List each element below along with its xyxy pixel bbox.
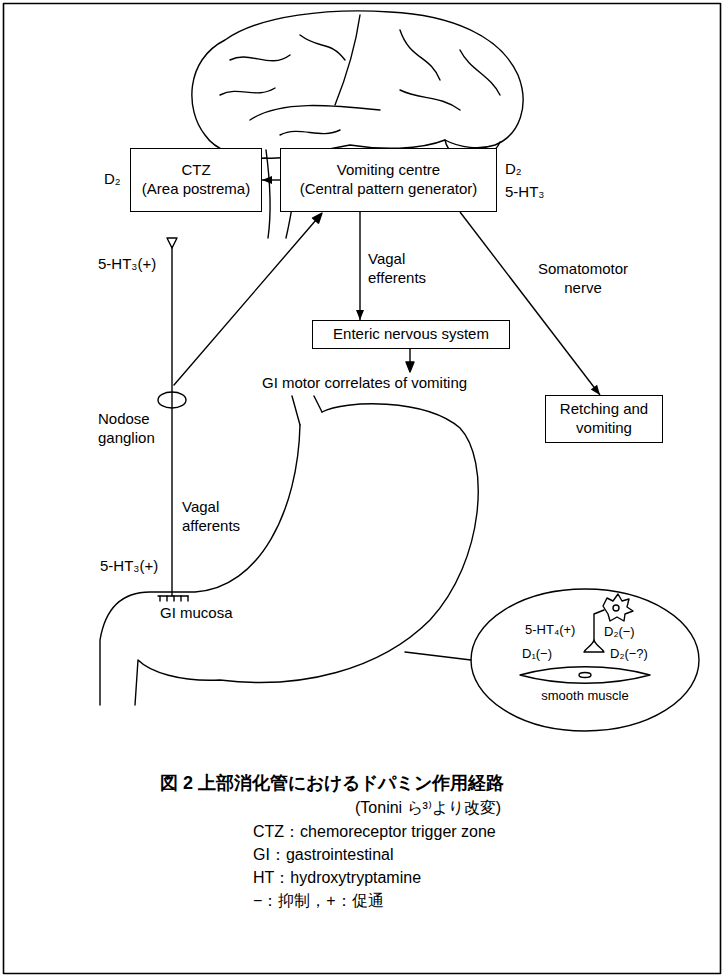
neuron-and-muscle-part (613, 605, 619, 611)
neuron-and-muscle-part (603, 594, 633, 621)
node-text: Enteric nervous system (319, 325, 503, 344)
vagal-afferent-pathway-part (187, 596, 188, 601)
vagal-afferent-pathway-part (158, 392, 186, 408)
motor-arrow-part (406, 362, 414, 372)
process-box: Enteric nervous system (312, 320, 510, 349)
motor-arrow (406, 348, 414, 372)
abbreviation-note: −：抑制，+：促通 (253, 891, 384, 911)
ganglion-label: Nodose ganglion (98, 410, 162, 448)
brain-part (266, 150, 270, 238)
neuron-and-muscle-part (584, 640, 604, 652)
vagal-afferent-pathway-part (174, 220, 316, 385)
node-text: D₂(−?) (610, 646, 648, 662)
vagal-afferent-pathway-part (180, 596, 181, 601)
vagal-afferent-pathway-part (173, 596, 174, 601)
process-box: Vomiting centre(Central pattern generato… (280, 148, 497, 212)
inset-leader (405, 652, 471, 660)
brain-part (280, 130, 340, 135)
stomach-part (100, 425, 300, 705)
stomach-part (314, 396, 322, 412)
node-text: smooth muscle (540, 688, 630, 704)
receptor-label: D₂ (505, 160, 522, 179)
motor-arrow-part (409, 348, 410, 363)
nerve-label: Vagal afferents (182, 498, 254, 536)
brain-part (250, 106, 380, 120)
brain-part (230, 55, 290, 61)
receptor-label: 5-HT₃ (505, 183, 544, 202)
circle-outline (471, 589, 699, 731)
vagal-afferent-pathway (158, 213, 322, 601)
neuron-and-muscle-part (579, 673, 591, 678)
figure-caption: 図 2 上部消化管におけるドパミン作用経路 (160, 772, 504, 795)
node-text: Retching and vomiting (552, 400, 656, 438)
neuron-and-muscle-part (594, 610, 604, 642)
node-text: 5-HT₄(+) (525, 622, 575, 638)
connector (460, 212, 600, 395)
arrowhead (591, 385, 600, 395)
node-text: (Area postrema) (137, 180, 255, 199)
abbreviation-note: CTZ：chemoreceptor trigger zone (253, 822, 496, 842)
node-text: D₁(−) (522, 646, 552, 662)
arrowhead (356, 310, 364, 320)
vagal-afferent-pathway-part (166, 596, 167, 601)
brain-part (335, 15, 360, 105)
edge-label: Somatomotor nerve (528, 260, 638, 298)
stomach-part (135, 404, 478, 705)
source-note: (Tonini ら³⁾より改変) (355, 798, 501, 818)
receptor-label: D₂ (104, 170, 121, 189)
stomach-part (292, 396, 300, 425)
node-text: Vomiting centre (287, 161, 490, 180)
inset-circle: 5-HT₄(+) D₂(−) D₁(−) D₂(−?) smooth muscle (470, 588, 700, 732)
node-text: D₂(−) (604, 624, 635, 640)
vagal-afferent-pathway-part (158, 595, 188, 596)
connector (262, 176, 280, 184)
connector-line (359, 212, 360, 320)
connector-line (460, 212, 600, 395)
vagal-afferent-pathway-part (313, 213, 323, 223)
arrowhead (262, 176, 272, 184)
neuron-and-muscle (520, 594, 650, 683)
brain-part (460, 50, 500, 95)
connector (356, 212, 364, 320)
node-text: CTZ (137, 161, 255, 180)
brain-part (300, 35, 345, 60)
mucosa-label: GI mucosa (160, 604, 233, 623)
brain-part (192, 11, 523, 158)
brain-part (220, 88, 275, 95)
brain-part (400, 90, 460, 110)
receptor-label: 5-HT₃(+) (100, 557, 158, 576)
abbreviation-note: HT：hydroxytryptamine (253, 868, 421, 888)
process-box: CTZ(Area postrema) (130, 148, 262, 212)
process-box: Retching and vomiting (545, 395, 663, 443)
node-text: (Central pattern generator) (287, 180, 490, 199)
receptor-label: 5-HT₃(+) (98, 255, 156, 274)
vagal-afferent-pathway-part (167, 238, 177, 248)
vagal-afferent-pathway-part (159, 596, 160, 601)
vagal-afferent-pathway-part (171, 248, 172, 596)
circle-outline (470, 588, 700, 732)
motor-label: GI motor correlates of vomiting (262, 374, 467, 393)
neuron-and-muscle-part (520, 667, 650, 684)
frame (4, 4, 721, 974)
abbreviation-note: GI：gastrointestinal (253, 845, 394, 865)
edge-label: Vagal efferents (368, 250, 440, 288)
brain-part (400, 30, 440, 80)
